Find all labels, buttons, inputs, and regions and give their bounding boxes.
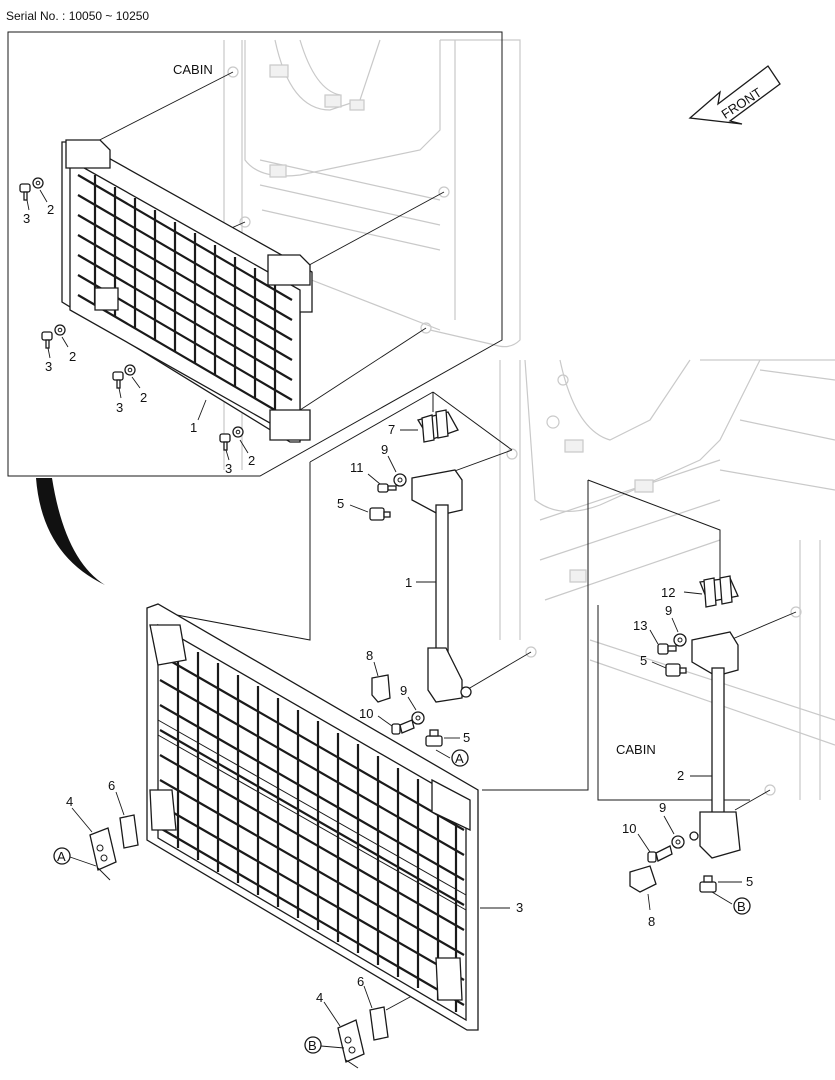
detail-ref-a-post: A — [451, 749, 469, 767]
latch-assemblies — [89, 814, 389, 1069]
callout-inset-2d: 2 — [248, 453, 255, 468]
cabin-label-lower: CABIN — [616, 742, 656, 757]
inset-callouts: 3 2 3 2 3 2 1 3 2 — [23, 189, 255, 476]
front-direction-arrow: FRONT — [688, 65, 781, 125]
washer-icon — [671, 835, 685, 849]
cabin-label-upper: CABIN — [173, 62, 213, 77]
washer-icon — [393, 473, 407, 487]
main-leader-lines — [149, 391, 797, 1011]
svg-text:B: B — [737, 899, 746, 914]
bolt-icon — [19, 183, 31, 201]
callout-9a: 9 — [381, 442, 388, 457]
bolt-icon — [41, 331, 53, 349]
callout-inset-2c: 2 — [140, 390, 147, 405]
washer-icon — [32, 177, 44, 189]
callout-inset-2a: 2 — [47, 202, 54, 217]
post-2-fasteners — [647, 633, 717, 893]
svg-text:A: A — [57, 849, 66, 864]
curved-transition-arrow — [36, 478, 105, 585]
callout-5c: 5 — [640, 653, 647, 668]
bolt-icon — [425, 729, 443, 747]
inset-screen-assembly — [61, 139, 313, 443]
cabin-outline-lower — [499, 359, 835, 800]
bolt-icon — [391, 719, 415, 735]
callout-5b: 5 — [463, 730, 470, 745]
bolt-icon — [665, 663, 687, 677]
callout-5d: 5 — [746, 874, 753, 889]
detail-ref-b-post: B — [733, 897, 751, 915]
svg-text:A: A — [455, 751, 464, 766]
bolt-icon — [377, 483, 397, 493]
svg-text:B: B — [308, 1038, 317, 1053]
inset-fasteners — [19, 177, 244, 451]
plate-6a — [119, 814, 139, 849]
washer-icon — [411, 711, 425, 725]
callout-inset-1: 1 — [190, 420, 197, 435]
plate-6b — [369, 1006, 389, 1041]
screen-assembly-3 — [146, 603, 479, 1031]
callout-inset-3d: 3 — [225, 461, 232, 476]
callout-12: 12 — [661, 585, 675, 600]
callout-10a: 10 — [359, 706, 373, 721]
post-2-callouts: CABIN 12 9 13 5 2 9 10 8 5 B — [616, 585, 753, 929]
callout-6a: 6 — [108, 778, 115, 793]
callout-5a: 5 — [337, 496, 344, 511]
callout-8a: 8 — [366, 648, 373, 663]
callout-11: 11 — [350, 460, 364, 475]
screen-callouts: 3 4 6 A 4 6 B — [53, 778, 523, 1054]
post-1-fasteners — [369, 473, 443, 747]
bolt-icon — [219, 433, 231, 451]
callout-10b: 10 — [622, 821, 636, 836]
callout-9d: 9 — [659, 800, 666, 815]
callout-2: 2 — [677, 768, 684, 783]
callout-8b: 8 — [648, 914, 655, 929]
washer-icon — [124, 364, 136, 376]
bolt-icon — [112, 371, 124, 389]
callout-13: 13 — [633, 618, 647, 633]
bolt-icon — [647, 845, 673, 863]
callout-inset-3a: 3 — [23, 211, 30, 226]
callout-4b: 4 — [316, 990, 323, 1005]
bolt-icon — [369, 507, 391, 521]
detail-ref-b-screen: B — [304, 1036, 322, 1054]
washer-icon — [232, 426, 244, 438]
post-1-callouts: 7 11 9 5 1 8 9 10 5 A — [337, 422, 470, 767]
washer-icon — [673, 633, 687, 647]
inset-mesh — [77, 174, 293, 421]
detail-ref-a-screen: A — [53, 847, 71, 865]
post-assembly-2 — [629, 575, 741, 893]
callout-1: 1 — [405, 575, 412, 590]
bolt-icon — [657, 643, 677, 655]
post-assembly-1 — [371, 409, 472, 703]
callout-3: 3 — [516, 900, 523, 915]
callout-9b: 9 — [400, 683, 407, 698]
callout-4a: 4 — [66, 794, 73, 809]
callout-inset-3b: 3 — [45, 359, 52, 374]
callout-9c: 9 — [665, 603, 672, 618]
callout-inset-3c: 3 — [116, 400, 123, 415]
callout-7: 7 — [388, 422, 395, 437]
serial-number-text: Serial No. : 10050 ~ 10250 — [6, 9, 149, 23]
callout-6b: 6 — [357, 974, 364, 989]
washer-icon — [54, 324, 66, 336]
callout-inset-2b: 2 — [69, 349, 76, 364]
bolt-icon — [699, 875, 717, 893]
